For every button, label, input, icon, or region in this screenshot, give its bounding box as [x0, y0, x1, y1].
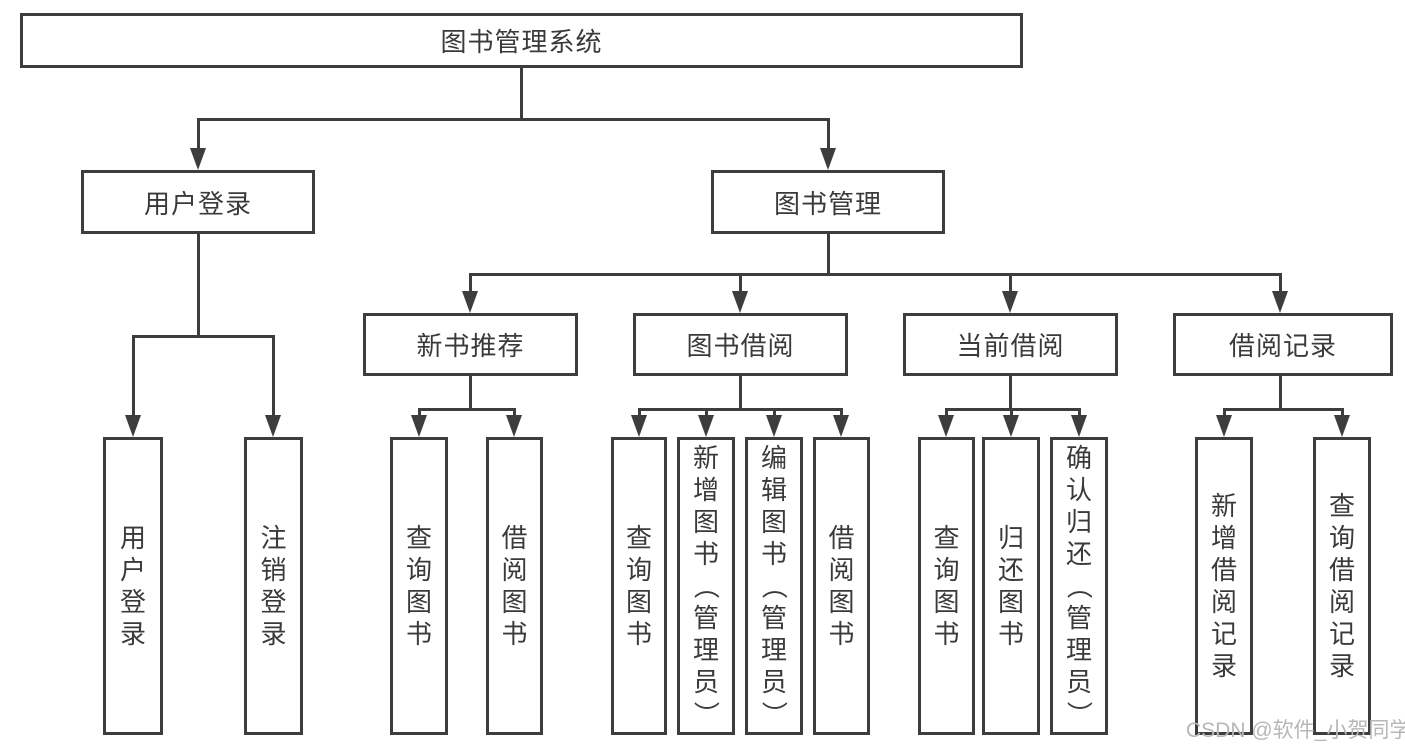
connector-line [1278, 374, 1282, 411]
connector-arrow-down-icon [1216, 408, 1232, 437]
node-label: 用户登录 [143, 188, 252, 219]
leaf-label: 归还图书 [997, 523, 1024, 649]
node-book-borrowing: 图书借阅 [633, 313, 848, 376]
node-label: 当前借阅 [956, 331, 1065, 361]
connector-arrow-down-icon [462, 273, 478, 313]
node-label: 借阅记录 [1228, 331, 1337, 361]
leaf-add-books-admin: 新增图书（管理员） [677, 437, 735, 735]
connector-arrow-down-icon [125, 335, 141, 437]
connector-arrow-down-icon [265, 335, 281, 437]
connector-arrow-down-icon [698, 408, 714, 437]
leaf-logout: 注销登录 [244, 437, 303, 735]
leaf-label: 确认归还（管理员） [1063, 443, 1094, 728]
node-label: 新书推荐 [416, 331, 525, 361]
connector-line [196, 232, 200, 338]
leaf-label: 用户登录 [119, 523, 146, 649]
leaf-label: 查询借阅记录 [1328, 491, 1355, 681]
leaf-label: 新增图书（管理员） [690, 443, 721, 728]
connector-arrow-down-icon [1002, 273, 1018, 313]
leaf-borrow-books-2: 借阅图书 [813, 437, 870, 735]
connector-line [470, 273, 1281, 276]
leaf-return-books: 归还图书 [982, 437, 1040, 735]
connector-arrow-down-icon [732, 273, 748, 313]
csdn-watermark: CSDN @软件_小贺同学 [1186, 719, 1405, 742]
node-current-borrowing: 当前借阅 [903, 313, 1118, 376]
leaf-borrow-books-1: 借阅图书 [486, 437, 543, 735]
leaf-label: 借阅图书 [828, 523, 855, 649]
connector-line [946, 408, 1079, 411]
leaf-add-borrow-record: 新增借阅记录 [1195, 437, 1253, 735]
leaf-query-books-2: 查询图书 [611, 437, 667, 735]
connector-line [639, 408, 842, 411]
node-new-book-recommend: 新书推荐 [363, 313, 578, 376]
connector-line [738, 374, 742, 411]
connector-arrow-down-icon [766, 408, 782, 437]
connector-line [1008, 374, 1012, 411]
connector-arrow-down-icon [820, 118, 836, 170]
connector-line [468, 374, 472, 411]
connector-arrow-down-icon [506, 408, 522, 437]
node-user-login: 用户登录 [81, 170, 315, 234]
connector-line [419, 408, 515, 411]
connector-arrow-down-icon [1003, 408, 1019, 437]
node-root: 图书管理系统 [20, 13, 1023, 68]
connector-arrow-down-icon [411, 408, 427, 437]
node-root-label: 图书管理系统 [440, 27, 603, 57]
leaf-label: 注销登录 [260, 523, 287, 649]
connector-arrow-down-icon [938, 408, 954, 437]
node-label: 图书借阅 [686, 331, 795, 361]
leaf-label: 新增借阅记录 [1210, 491, 1237, 681]
connector-line [519, 66, 523, 121]
leaf-label: 查询图书 [405, 523, 432, 649]
connector-line [198, 118, 829, 121]
leaf-user-login: 用户登录 [103, 437, 163, 735]
leaf-query-books-1: 查询图书 [390, 437, 448, 735]
leaf-label: 借阅图书 [501, 523, 528, 649]
leaf-edit-books-admin: 编辑图书（管理员） [745, 437, 803, 735]
connector-arrow-down-icon [190, 118, 206, 170]
connector-arrow-down-icon [1334, 408, 1350, 437]
leaf-query-borrow-record: 查询借阅记录 [1313, 437, 1371, 735]
connector-line [133, 335, 275, 338]
leaf-label: 编辑图书（管理员） [758, 443, 789, 728]
node-borrow-records: 借阅记录 [1173, 313, 1393, 376]
connector-line [826, 232, 830, 276]
connector-arrow-down-icon [631, 408, 647, 437]
connector-line [1224, 408, 1342, 411]
leaf-label: 查询图书 [933, 523, 960, 649]
leaf-confirm-return-admin: 确认归还（管理员） [1050, 437, 1108, 735]
leaf-label: 查询图书 [625, 523, 652, 649]
connector-arrow-down-icon [833, 408, 849, 437]
connector-arrow-down-icon [1071, 408, 1087, 437]
node-book-management: 图书管理 [711, 170, 945, 234]
leaf-query-books-3: 查询图书 [918, 437, 975, 735]
connector-arrow-down-icon [1272, 273, 1288, 313]
node-label: 图书管理 [773, 188, 882, 219]
